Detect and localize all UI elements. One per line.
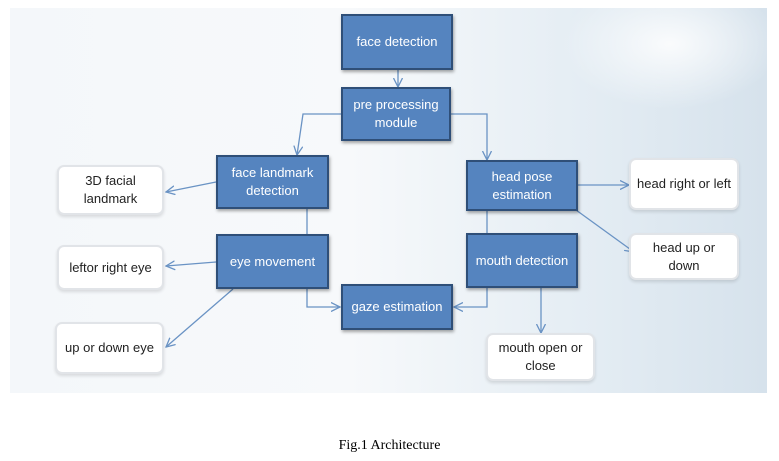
- face-landmark-label: face landmark detection: [231, 165, 314, 198]
- background-glow: [560, 0, 779, 110]
- arrow-headpose-to-updown: [575, 209, 634, 252]
- output-3d-facial-landmark-label: 3D facial landmark: [83, 173, 138, 206]
- eye-movement-label: eye movement: [229, 253, 316, 269]
- output-3d-facial-landmark: 3D facial landmark: [57, 165, 164, 215]
- output-up-down-eye: up or down eye: [55, 322, 164, 374]
- head-pose-box: head pose estimation: [466, 160, 578, 211]
- arrow-eye-to-updown: [166, 288, 234, 347]
- output-left-right-eye-label: leftor right eye: [69, 259, 152, 275]
- face-detection-label: face detection: [356, 34, 438, 50]
- gaze-estimation-box: gaze estimation: [341, 284, 453, 330]
- arrow-mouth-to-gaze: [454, 288, 488, 307]
- output-mouth-open-close-label: mouth open or close: [498, 340, 583, 373]
- head-pose-label: head pose estimation: [491, 168, 553, 202]
- output-up-down-eye-label: up or down eye: [65, 340, 154, 356]
- output-left-right-eye: leftor right eye: [57, 245, 164, 290]
- arrow-preprocess-to-landmark: [297, 113, 343, 155]
- output-head-right-left-label: head right or left: [637, 176, 731, 192]
- mouth-detection-box: mouth detection: [466, 233, 578, 288]
- arrow-eye-to-leftright: [166, 262, 217, 266]
- gaze-estimation-label: gaze estimation: [351, 299, 443, 315]
- face-detection-box: face detection: [341, 14, 453, 70]
- output-mouth-open-close: mouth open or close: [486, 333, 595, 381]
- pre-processing-label: pre processing module: [353, 97, 439, 130]
- mouth-detection-label: mouth detection: [475, 252, 569, 268]
- figure-caption: Fig.1 Architecture: [338, 438, 441, 453]
- arrow-preprocess-to-headpose: [451, 113, 487, 160]
- arrow-eye-to-gaze: [306, 289, 340, 307]
- output-head-up-down: head up or down: [629, 233, 739, 280]
- eye-movement-box: eye movement: [216, 234, 329, 289]
- face-landmark-box: face landmark detection: [216, 155, 329, 209]
- output-head-right-left: head right or left: [629, 158, 739, 210]
- arrow-landmark-to-3d: [166, 181, 217, 192]
- output-head-up-down-label: head up or down: [652, 239, 716, 273]
- pre-processing-box: pre processing module: [341, 87, 451, 141]
